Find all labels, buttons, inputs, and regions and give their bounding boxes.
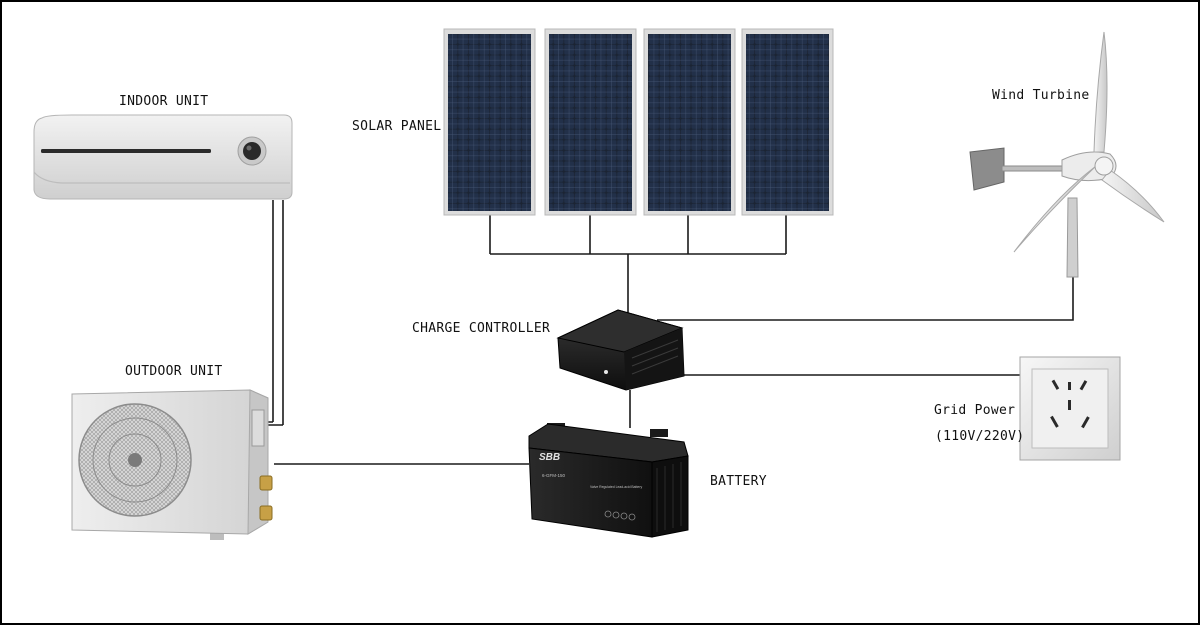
battery-warning-icons [604,510,636,521]
indoor-unit-label: INDOOR UNIT [119,94,209,109]
battery-illustration: SBB 6-GFM-150 Valve Regulated Lead-acid … [528,423,689,538]
indoor-outdoor-wire [265,200,284,426]
outdoor-unit-illustration [71,389,273,540]
charge-controller-illustration [556,309,685,447]
wind-turbine-illustration [969,31,1165,278]
solar-panel-3 [643,28,736,216]
wiring [265,200,1074,465]
solar-panel-1 [443,28,536,216]
wind-turbine-label: Wind Turbine [992,88,1090,103]
grid-socket-illustration [1019,356,1121,461]
solar-panel-wire [489,215,787,317]
charge-controller-label: CHARGE CONTROLLER [412,321,551,336]
solar-panel-label: SOLAR PANEL [352,119,442,134]
battery-model: 6-GFM-150 [542,473,566,478]
solar-panels-illustration [443,28,834,216]
wind-turbine-wire [657,277,1074,321]
solar-panel-4 [741,28,834,216]
battery-label: BATTERY [710,474,767,489]
battery-note: Valve Regulated Lead-acid Battery [590,485,642,489]
grid-voltage-label: (110V/220V) [935,429,1025,444]
grid-power-label: Grid Power [934,403,1016,418]
battery-branding: SBB 6-GFM-150 Valve Regulated Lead-acid … [539,452,642,489]
battery-logo: SBB [539,452,560,463]
outdoor-unit-label: OUTDOOR UNIT [125,364,223,379]
solar-panel-2 [544,28,637,216]
indoor-unit-illustration [33,114,293,200]
